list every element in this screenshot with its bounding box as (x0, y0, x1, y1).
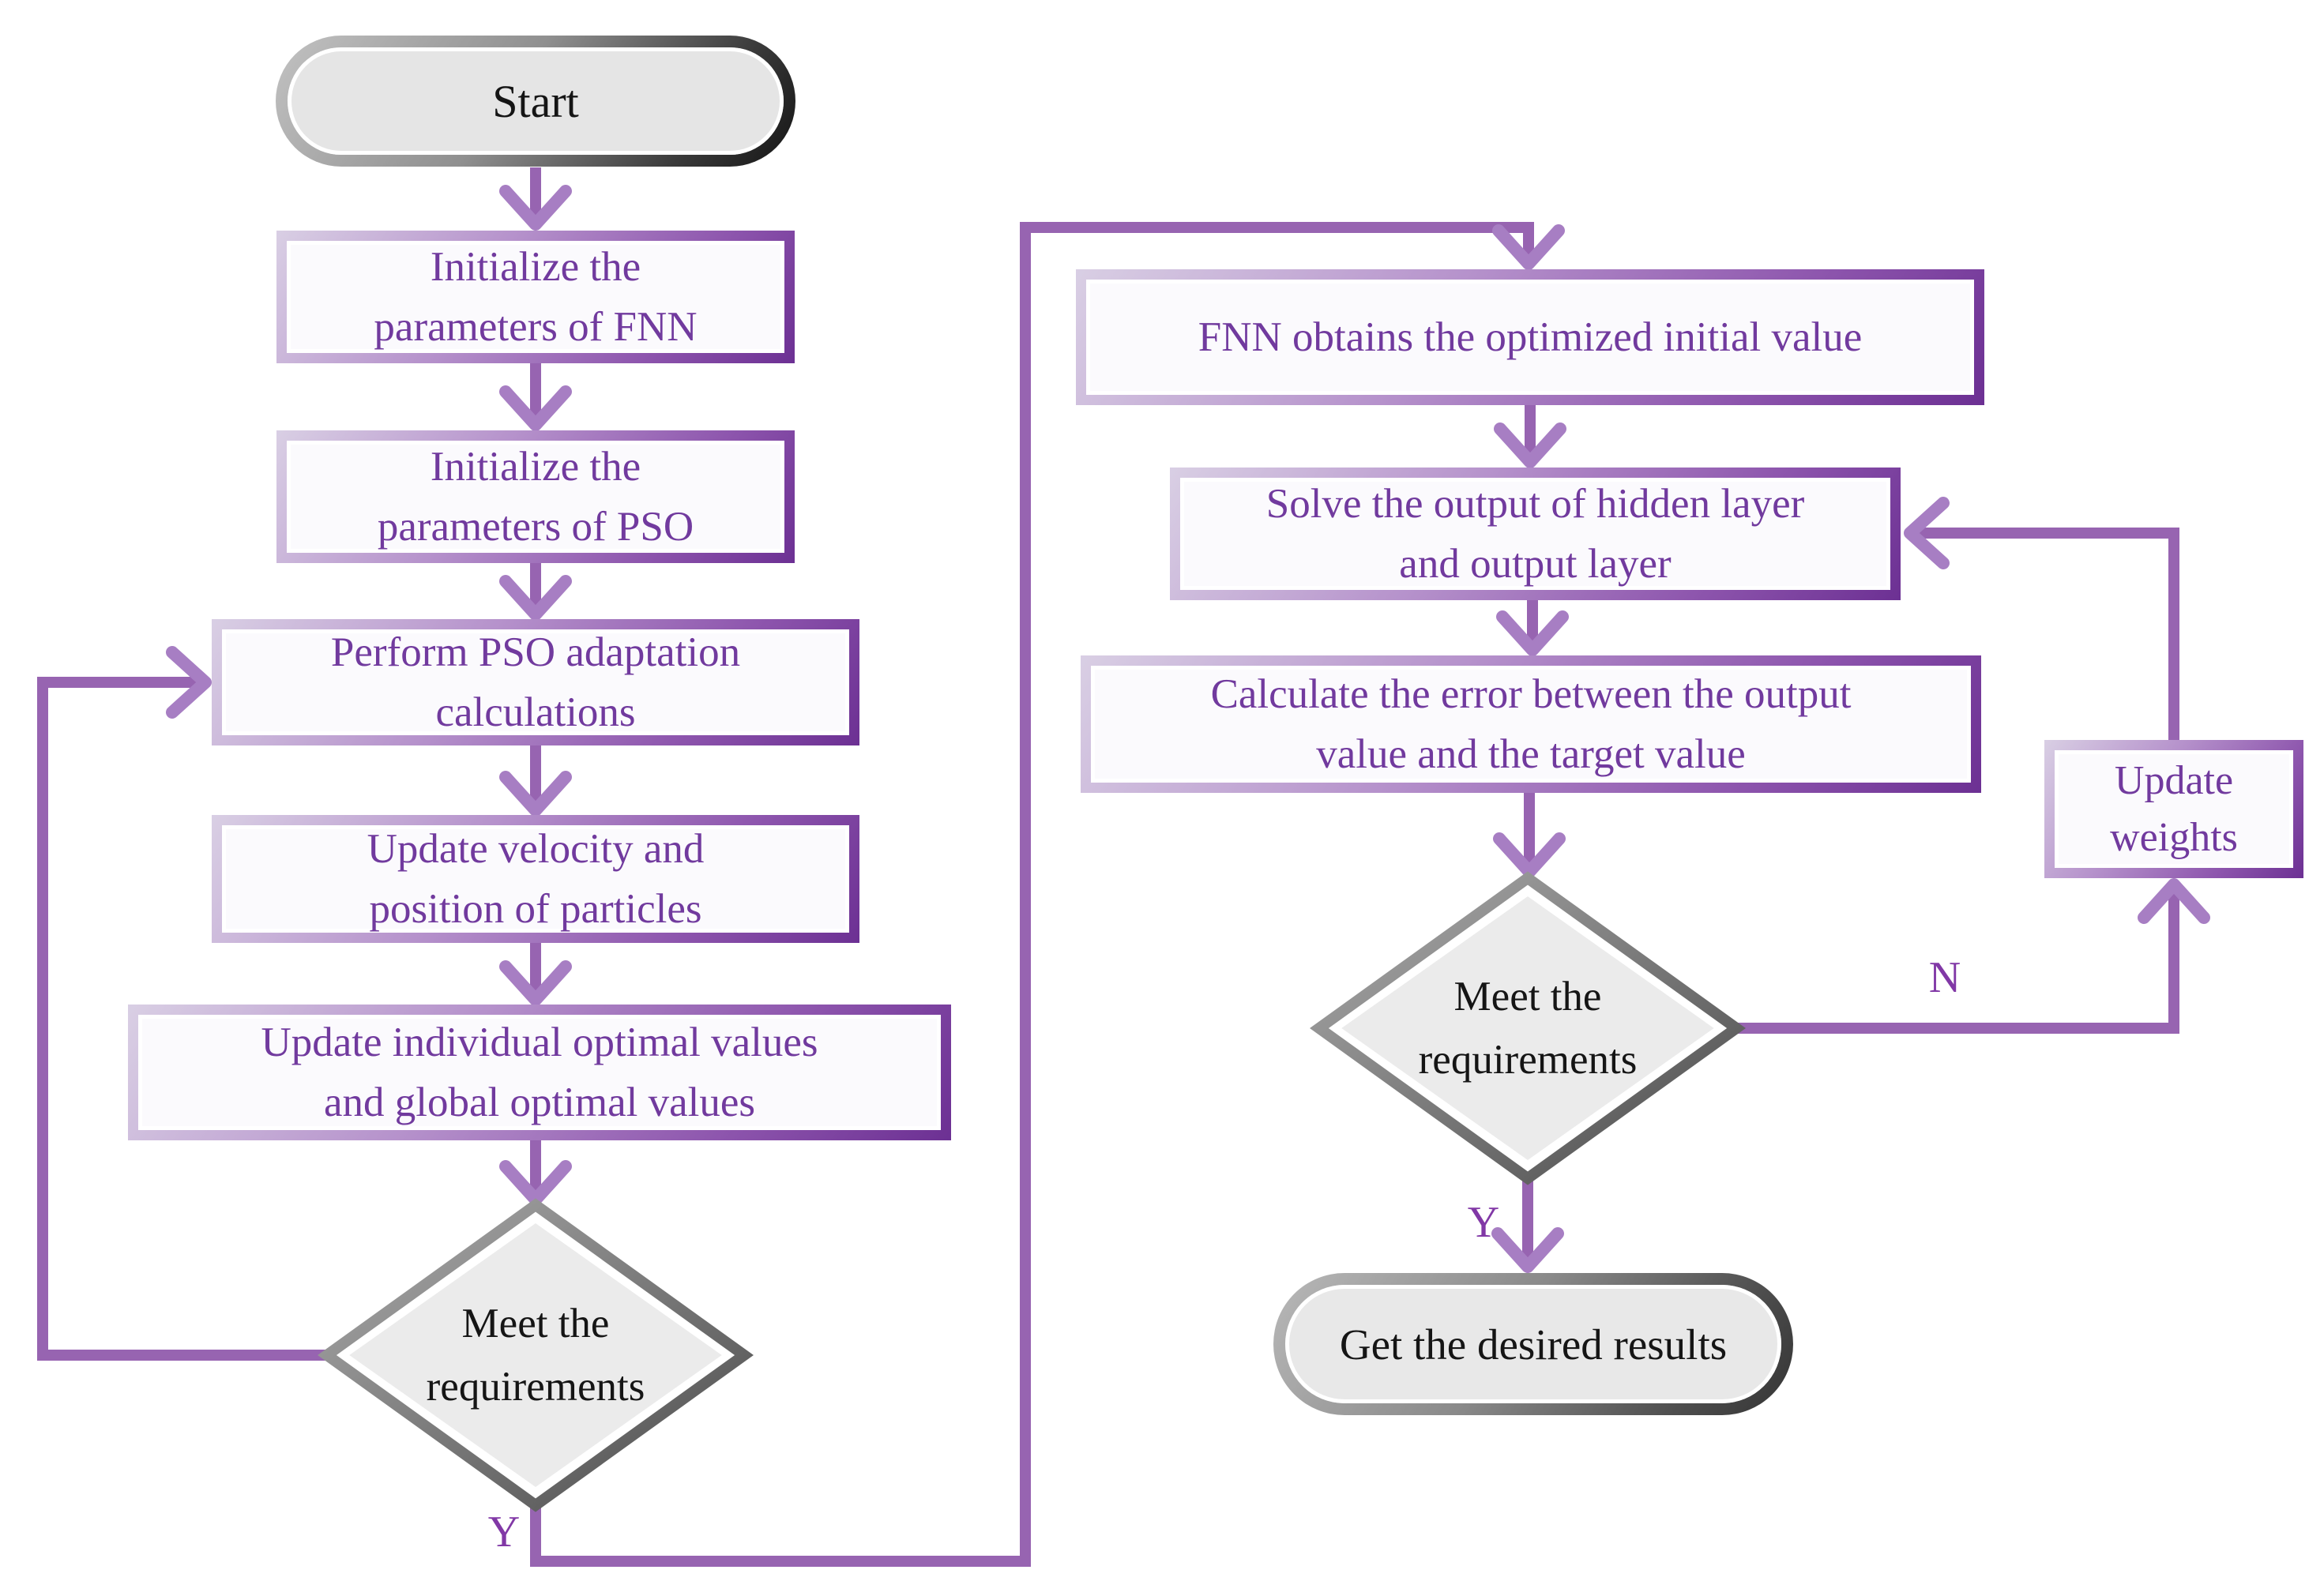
node-solve-output-label: Solve the output of hidden layer and out… (1180, 478, 1890, 590)
node-end: Get the desired results (1273, 1273, 1793, 1415)
node-start: Start (276, 36, 795, 167)
node-fnn-decision-label: Meet the requirements (1418, 974, 1638, 1083)
node-init-fnn: Initialize the parameters of FNN (276, 231, 795, 363)
node-fnn-decision-shape (1310, 871, 1746, 1185)
node-pso-adaptation: Perform PSO adaptation calculations (212, 619, 859, 745)
node-update-optimal-label: Update individual optimal values and glo… (138, 1015, 941, 1130)
node-update-velocity: Update velocity and position of particle… (212, 815, 859, 943)
node-fnn-initial-value: FNN obtains the optimized initial value (1076, 269, 1984, 405)
edge-weights-to-solve (1904, 497, 2179, 740)
node-update-weights: Update weights (2044, 740, 2303, 878)
node-pso-decision-shape (318, 1198, 754, 1512)
node-init-pso: Initialize the parameters of PSO (276, 430, 795, 563)
edge-pso-yes-to-fnn (530, 222, 1565, 1567)
node-calc-error: Calculate the error between the output v… (1081, 655, 1981, 793)
branch-label-fnn-no: N (1928, 953, 1961, 1002)
branch-label-fnn-yes: Y (1467, 1198, 1500, 1247)
node-update-optimal: Update individual optimal values and glo… (128, 1005, 951, 1140)
node-solve-output: Solve the output of hidden layer and out… (1170, 468, 1901, 600)
node-init-fnn-label: Initialize the parameters of FNN (287, 241, 784, 353)
node-pso-decision-label: Meet the requirements (426, 1301, 645, 1410)
node-start-label: Start (288, 47, 784, 155)
node-end-label: Get the desired results (1285, 1285, 1781, 1403)
branch-label-pso-yes: Y (487, 1508, 521, 1557)
node-pso-adaptation-label: Perform PSO adaptation calculations (222, 629, 849, 735)
edge-pso-loop-back (37, 646, 327, 1361)
node-update-weights-label: Update weights (2055, 750, 2293, 868)
node-calc-error-label: Calculate the error between the output v… (1091, 666, 1971, 783)
edge-fnn-no-to-weights (1736, 878, 2210, 1034)
node-fnn-initial-value-label: FNN obtains the optimized initial value (1086, 280, 1974, 395)
node-update-velocity-label: Update velocity and position of particle… (222, 825, 849, 933)
node-init-pso-label: Initialize the parameters of PSO (287, 441, 784, 553)
